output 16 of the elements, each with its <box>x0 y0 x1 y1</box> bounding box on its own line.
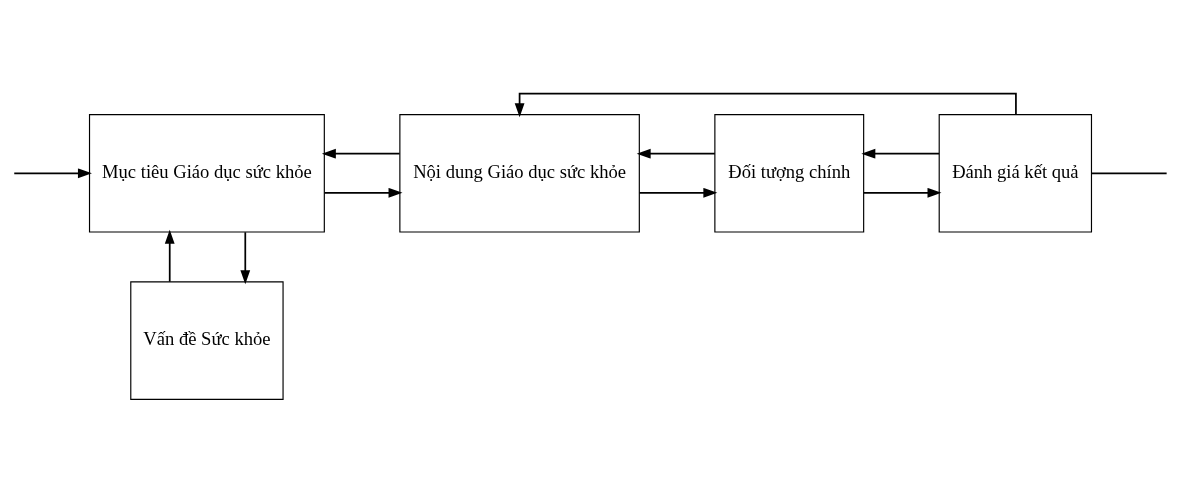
node-box: Đánh giá kết quả <box>938 113 1093 233</box>
arrow <box>321 148 401 159</box>
arrow <box>636 148 716 159</box>
arrow <box>514 92 1017 117</box>
arrow <box>240 230 251 284</box>
node-box: Mục tiêu Giáo dục sức khỏe <box>88 113 325 233</box>
node-box: Vấn đề Sức khỏe <box>130 280 284 400</box>
arrow <box>863 187 942 198</box>
node-box: Đối tượng chính <box>714 113 865 233</box>
arrow <box>638 187 718 198</box>
arrow <box>164 229 175 282</box>
node-box: Nội dung Giáo dục sức khỏe <box>399 113 640 233</box>
arrow <box>323 187 403 198</box>
connector <box>1091 171 1168 174</box>
arrow <box>13 167 92 178</box>
arrow <box>861 148 940 159</box>
